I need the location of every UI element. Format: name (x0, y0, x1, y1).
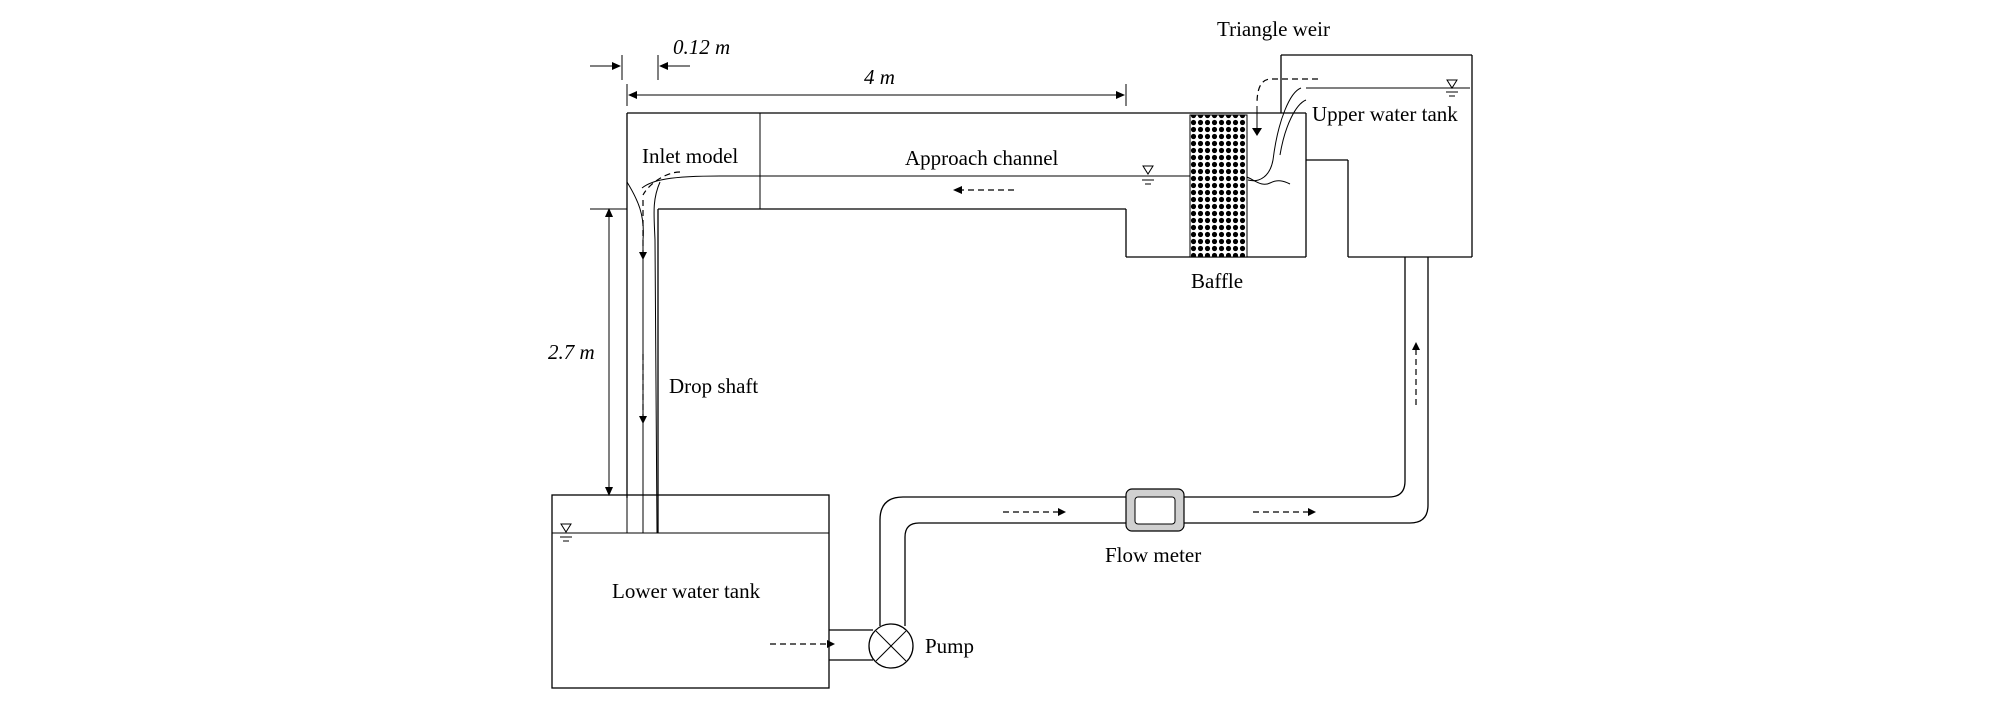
dimension-label-shaft-height: 2.7 m (548, 340, 595, 364)
baffle (1189, 114, 1248, 258)
channel-flow-arrow (953, 186, 1014, 194)
dimension-inlet-width (590, 55, 690, 80)
pipe-flow-arrows (1003, 342, 1420, 516)
return-pipe (879, 257, 1429, 626)
dimension-shaft-height (590, 208, 627, 496)
weir-overflow (1247, 78, 1318, 182)
label-baffle: Baffle (1191, 269, 1243, 293)
label-pump: Pump (925, 634, 974, 658)
lower-water-tank (551, 494, 830, 689)
dimension-label-inlet-width: 0.12 m (673, 35, 730, 59)
label-approach-channel: Approach channel (905, 146, 1059, 170)
channel-water-surface (641, 175, 1291, 189)
pump (868, 623, 914, 669)
label-upper-water-tank: Upper water tank (1312, 102, 1458, 126)
label-triangle-weir: Triangle weir (1217, 17, 1330, 41)
upper-water-tank (1280, 54, 1473, 258)
label-lower-water-tank: Lower water tank (612, 579, 761, 603)
dimension-channel-length (626, 84, 1127, 106)
channel-water-level-symbol (1142, 165, 1154, 185)
drop-shaft (626, 171, 681, 534)
flow-meter (1125, 488, 1185, 532)
label-flow-meter: Flow meter (1105, 543, 1201, 567)
dimension-label-channel-length: 4 m (864, 65, 895, 89)
tank-outlet-pipe (770, 629, 873, 661)
label-drop-shaft: Drop shaft (669, 374, 758, 398)
label-inlet-model: Inlet model (642, 144, 738, 168)
upper-tank-water-level-symbol (1446, 79, 1458, 97)
